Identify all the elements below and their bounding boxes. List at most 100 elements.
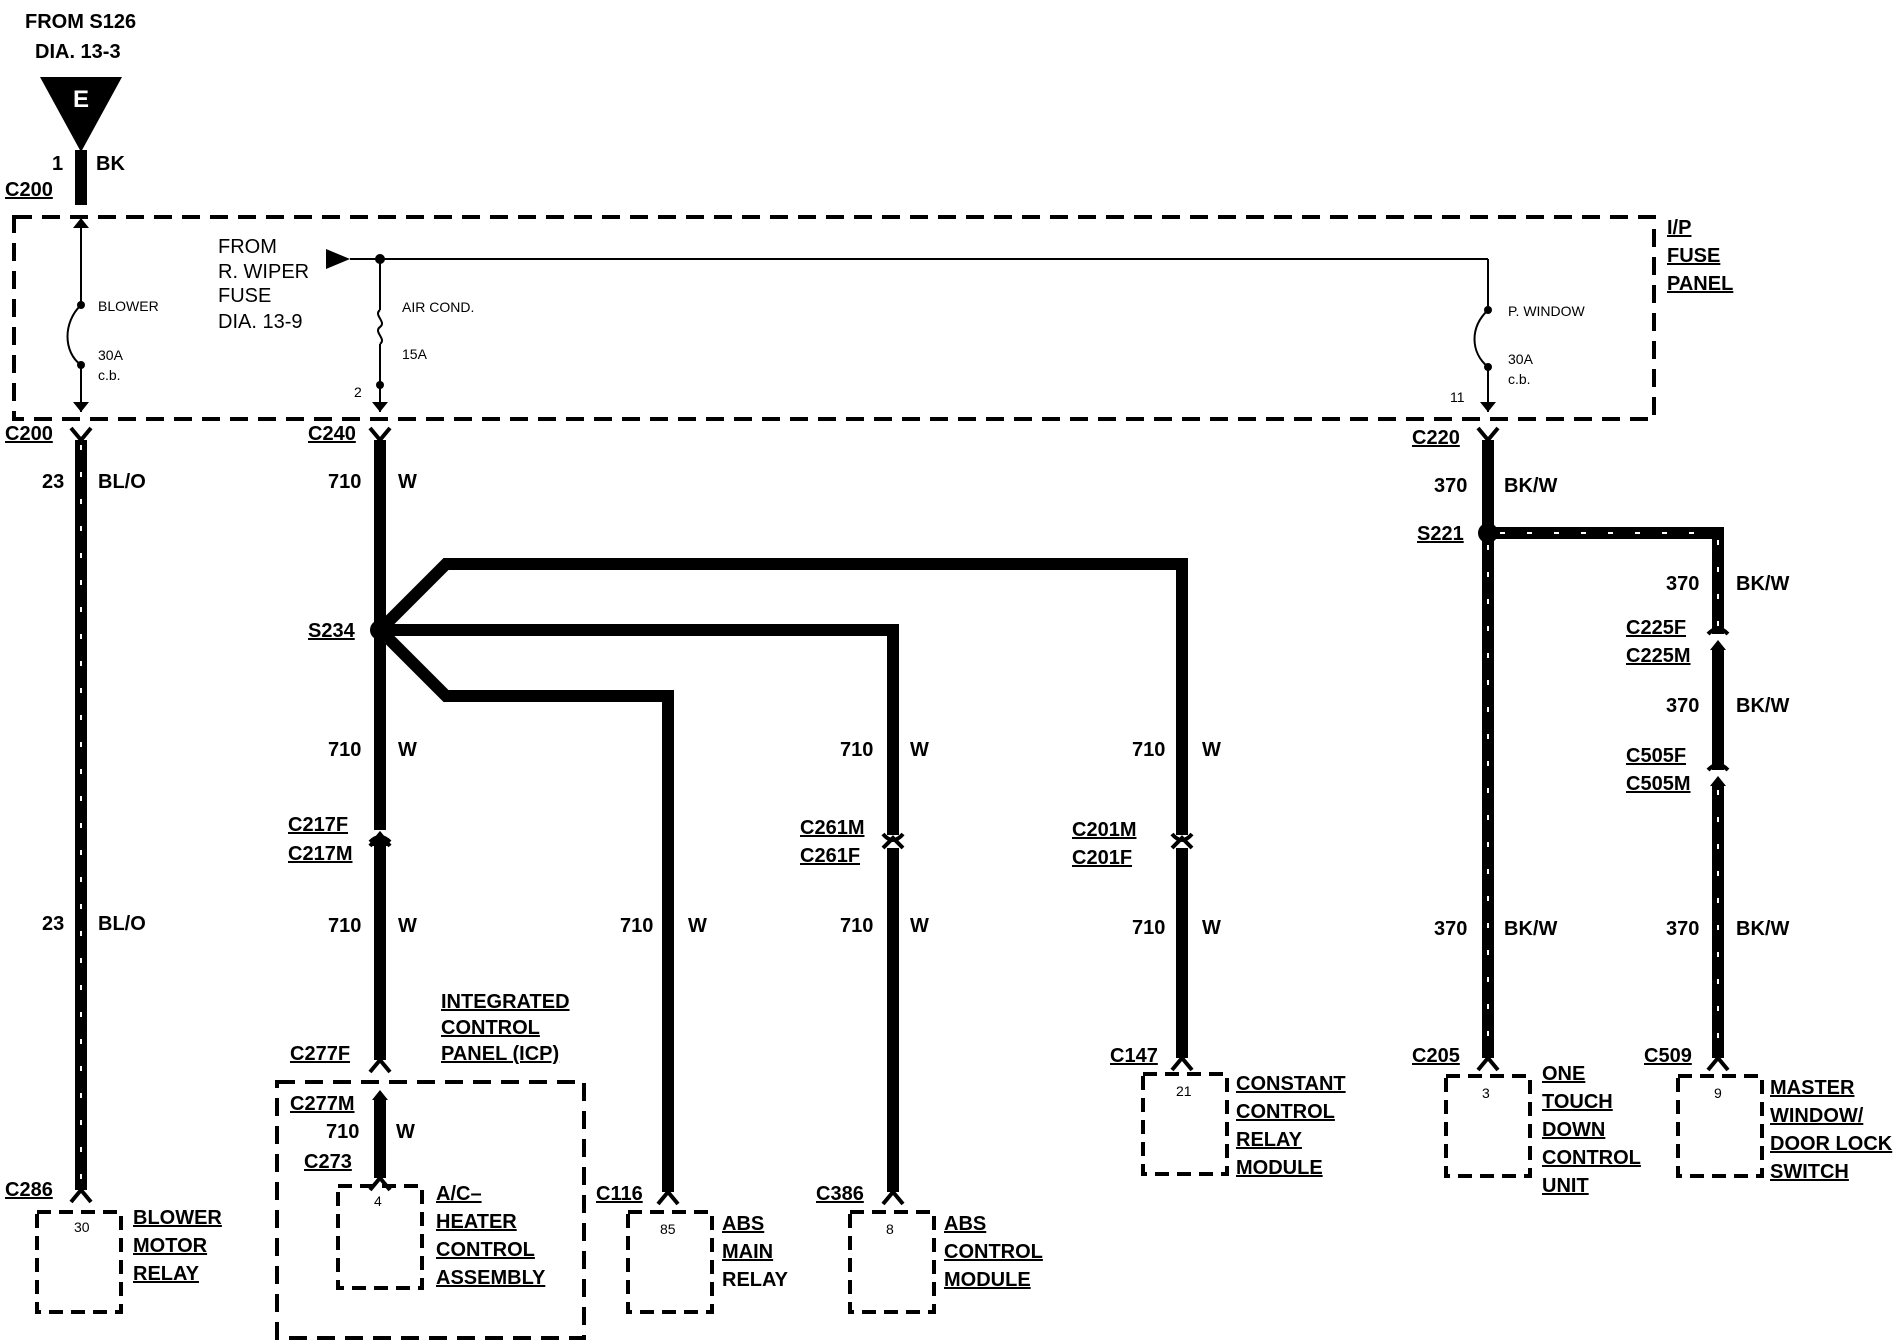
master-label-3: DOOR LOCK: [1770, 1133, 1893, 1155]
blower-relay-label-1: BLOWER: [133, 1207, 222, 1229]
abs-ctrl-label-2: CONTROL: [944, 1241, 1043, 1263]
left-top-connector: C200: [5, 423, 53, 445]
one-touch-label-2: TOUCH: [1542, 1091, 1613, 1113]
arrow-down-icon: [73, 402, 89, 412]
m-c225f: C225F: [1626, 617, 1686, 639]
r-splice: S221: [1417, 523, 1464, 545]
ac-fuse-symbol: [377, 309, 383, 345]
w-c277m: C277M: [290, 1093, 354, 1115]
w-c217m: C217M: [288, 843, 352, 865]
one-touch-label-3: DOWN: [1542, 1119, 1605, 1141]
connector-c147-icon: [1170, 1054, 1194, 1072]
pwindow-pin: 11: [1450, 389, 1465, 405]
one-touch-connector: C205: [1412, 1045, 1460, 1067]
ccrm-circuit-1: 710: [1132, 739, 1165, 761]
connector-c116-icon: [656, 1188, 680, 1206]
fuse-terminal-icon: [376, 381, 384, 389]
from-wiper-arrow-icon: [326, 249, 350, 269]
w-color-2: W: [398, 739, 417, 761]
abs-main-color: W: [688, 915, 707, 937]
connector-c201f-icon: [1170, 835, 1194, 850]
wire-370-master: [1488, 527, 1724, 634]
one-touch-label-4: CONTROL: [1542, 1147, 1641, 1169]
fuse-panel-label-2: FUSE: [1667, 245, 1720, 267]
m-c505m: C505M: [1626, 773, 1690, 795]
master-switch-box: [1676, 1074, 1764, 1178]
source-dia: DIA. 13-3: [35, 41, 121, 63]
one-touch-label-5: UNIT: [1542, 1175, 1589, 1197]
icp-label-3: PANEL (ICP): [441, 1043, 559, 1065]
r-color-2: BK/W: [1504, 918, 1557, 940]
one-touch-box: [1444, 1074, 1532, 1178]
abs-main-label-1: ABS: [722, 1213, 764, 1235]
abs-ctrl-label-1: ABS: [944, 1213, 986, 1235]
arrow-up-icon: [73, 218, 89, 228]
wire-710-abs-control: [380, 624, 899, 835]
abs-ctrl-c261f: C261F: [800, 845, 860, 867]
abs-main-relay-box: [626, 1210, 714, 1314]
arrow-down-icon: [1480, 402, 1496, 412]
connector-c261f-icon: [881, 835, 905, 850]
icp-box: [275, 1080, 586, 1340]
ccrm-pin: 21: [1176, 1083, 1192, 1099]
icp-label-2: CONTROL: [441, 1017, 540, 1039]
w-color-4: W: [396, 1121, 415, 1143]
ac-label-3: CONTROL: [436, 1239, 535, 1261]
abs-ctrl-c261m: C261M: [800, 817, 864, 839]
connector-c205-icon: [1476, 1054, 1500, 1072]
connector-c277f-icon: [368, 1056, 392, 1074]
arrow-up-icon: [1710, 776, 1726, 786]
blower-relay-label-3: RELAY: [133, 1263, 200, 1285]
ac-pin: 2: [354, 384, 362, 400]
m-color-2: BK/W: [1736, 695, 1789, 717]
arrow-up-icon: [1710, 640, 1726, 650]
abs-main-label-2: MAIN: [722, 1241, 773, 1263]
m-color-3: BK/W: [1736, 918, 1789, 940]
m-circuit-3: 370: [1666, 918, 1699, 940]
w-circuit-4: 710: [326, 1121, 359, 1143]
abs-ctrl-box: [848, 1210, 936, 1314]
source-triangle-icon: [40, 77, 122, 152]
ac-label-1: A/C–: [436, 1183, 482, 1205]
ip-fuse-panel: [12, 215, 1656, 421]
master-label-2: WINDOW/: [1770, 1105, 1864, 1127]
blower-type: c.b.: [98, 367, 121, 383]
abs-ctrl-connector: C386: [816, 1183, 864, 1205]
master-label-4: SWITCH: [1770, 1161, 1849, 1183]
abs-main-label-3: RELAY: [722, 1269, 789, 1291]
abs-ctrl-color-1: W: [910, 739, 929, 761]
ac-label-4: ASSEMBLY: [436, 1267, 546, 1289]
w-circuit-3: 710: [328, 915, 361, 937]
from-wiper-3: FUSE: [218, 285, 271, 307]
one-touch-label-1: ONE: [1542, 1063, 1585, 1085]
abs-ctrl-color-2: W: [910, 915, 929, 937]
from-wiper-1: FROM: [218, 236, 277, 258]
m-c505f: C505F: [1626, 745, 1686, 767]
ccrm-color-2: W: [1202, 917, 1221, 939]
m-color-1: BK/W: [1736, 573, 1789, 595]
blower-relay-label-2: MOTOR: [133, 1235, 208, 1257]
ccrm-label-3: RELAY: [1236, 1129, 1303, 1151]
left-end-connector: C286: [5, 1179, 53, 1201]
pwindow-cb-symbol: [1473, 309, 1489, 368]
icp-label-1: INTEGRATED: [441, 991, 570, 1013]
w-c217f: C217F: [288, 814, 348, 836]
w-c273: C273: [304, 1151, 352, 1173]
one-touch-pin: 3: [1482, 1085, 1490, 1101]
connector-c220-icon: [1476, 426, 1500, 444]
left-color-2: BL/O: [98, 913, 146, 935]
abs-main-pin: 85: [660, 1221, 676, 1237]
w-splice: S234: [308, 620, 356, 642]
r-circuit-1: 370: [1434, 475, 1467, 497]
abs-ctrl-circuit-2: 710: [840, 915, 873, 937]
w-c277f: C277F: [290, 1043, 350, 1065]
abs-ctrl-circuit-1: 710: [840, 739, 873, 761]
source-connector: C200: [5, 179, 53, 201]
master-label-1: MASTER: [1770, 1077, 1855, 1099]
ccrm-connector: C147: [1110, 1045, 1158, 1067]
ccrm-label-4: MODULE: [1236, 1157, 1323, 1179]
source-color: BK: [96, 153, 125, 175]
blower-rating: 30A: [98, 347, 124, 363]
ccrm-circuit-2: 710: [1132, 917, 1165, 939]
ccrm-box: [1141, 1072, 1229, 1176]
